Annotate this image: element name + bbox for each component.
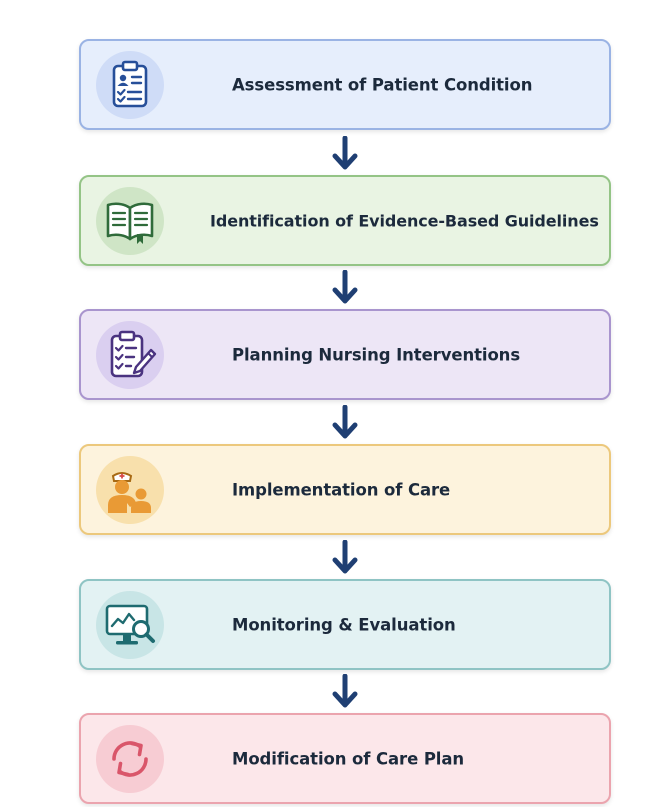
step-5-icon-circle: [96, 590, 164, 659]
clipboard-pencil-icon: [110, 330, 157, 377]
step-modification: Modification of Care Plan: [79, 713, 611, 804]
step-5-label: Monitoring & Evaluation: [232, 615, 456, 634]
step-planning: Planning Nursing Interventions: [79, 309, 611, 400]
step-4-icon-circle: [96, 455, 164, 524]
monitor-search-icon: [105, 604, 155, 644]
arrow-down-icon: [331, 136, 359, 172]
step-identification: Identification of Evidence-Based Guideli…: [79, 175, 611, 266]
clipboard-checklist-icon: [112, 60, 148, 107]
arrow-down-icon: [331, 270, 359, 306]
step-assessment: Assessment of Patient Condition: [79, 39, 611, 130]
step-monitoring: Monitoring & Evaluation: [79, 579, 611, 670]
nurse-patient-icon: [108, 471, 151, 513]
refresh-cycle-icon: [112, 740, 148, 777]
open-book-icon: [106, 201, 154, 244]
step-implementation: Implementation of Care: [79, 444, 611, 535]
step-4-label: Implementation of Care: [232, 480, 451, 499]
step-1-label: Assessment of Patient Condition: [232, 75, 533, 94]
step-1-icon-circle: [96, 50, 164, 119]
arrow-down-icon: [331, 540, 359, 576]
step-6-label: Modification of Care Plan: [232, 749, 465, 768]
step-3-icon-circle: [96, 320, 164, 389]
step-6-icon-circle: [96, 724, 164, 793]
step-2-label: Identification of Evidence-Based Guideli…: [210, 211, 599, 230]
arrow-down-icon: [331, 405, 359, 441]
arrow-down-icon: [331, 674, 359, 710]
step-2-icon-circle: [96, 186, 164, 255]
step-3-label: Planning Nursing Interventions: [232, 345, 521, 364]
